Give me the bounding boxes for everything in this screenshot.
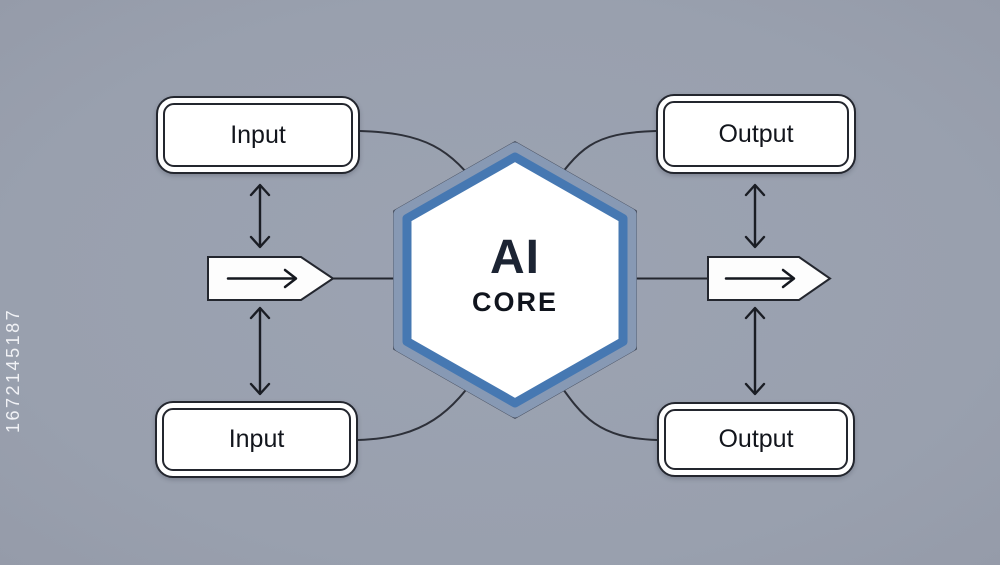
node-input-bottom: Input: [155, 401, 358, 478]
node-input-top: Input: [156, 96, 360, 174]
double-arrow-right-bottom-icon: [744, 306, 766, 396]
node-output-bottom: Output: [657, 402, 855, 477]
node-output-top: Output: [656, 94, 856, 174]
double-arrow-left-top-icon: [249, 183, 271, 249]
hexagon-label: AI CORE: [440, 232, 590, 318]
double-arrow-right-top-icon: [744, 183, 766, 249]
node-output-bottom-label: Output: [664, 409, 848, 470]
node-input-top-label: Input: [163, 103, 353, 167]
core-title: AI: [490, 231, 540, 284]
double-arrow-left-bottom-icon: [249, 306, 271, 396]
node-input-bottom-label: Input: [162, 408, 351, 471]
right-arrow-icon: [724, 268, 796, 289]
right-arrow-box: [707, 256, 832, 301]
hexagon-outline: [393, 141, 637, 419]
left-arrow-box: [207, 256, 335, 301]
hexagon-core: [402, 152, 628, 408]
hexagon-halo: [393, 142, 637, 418]
watermark-stock-id: 1672145187: [3, 307, 23, 433]
core-subtitle: CORE: [471, 287, 558, 317]
right-arrow-icon: [226, 268, 298, 289]
node-output-top-label: Output: [663, 101, 849, 167]
